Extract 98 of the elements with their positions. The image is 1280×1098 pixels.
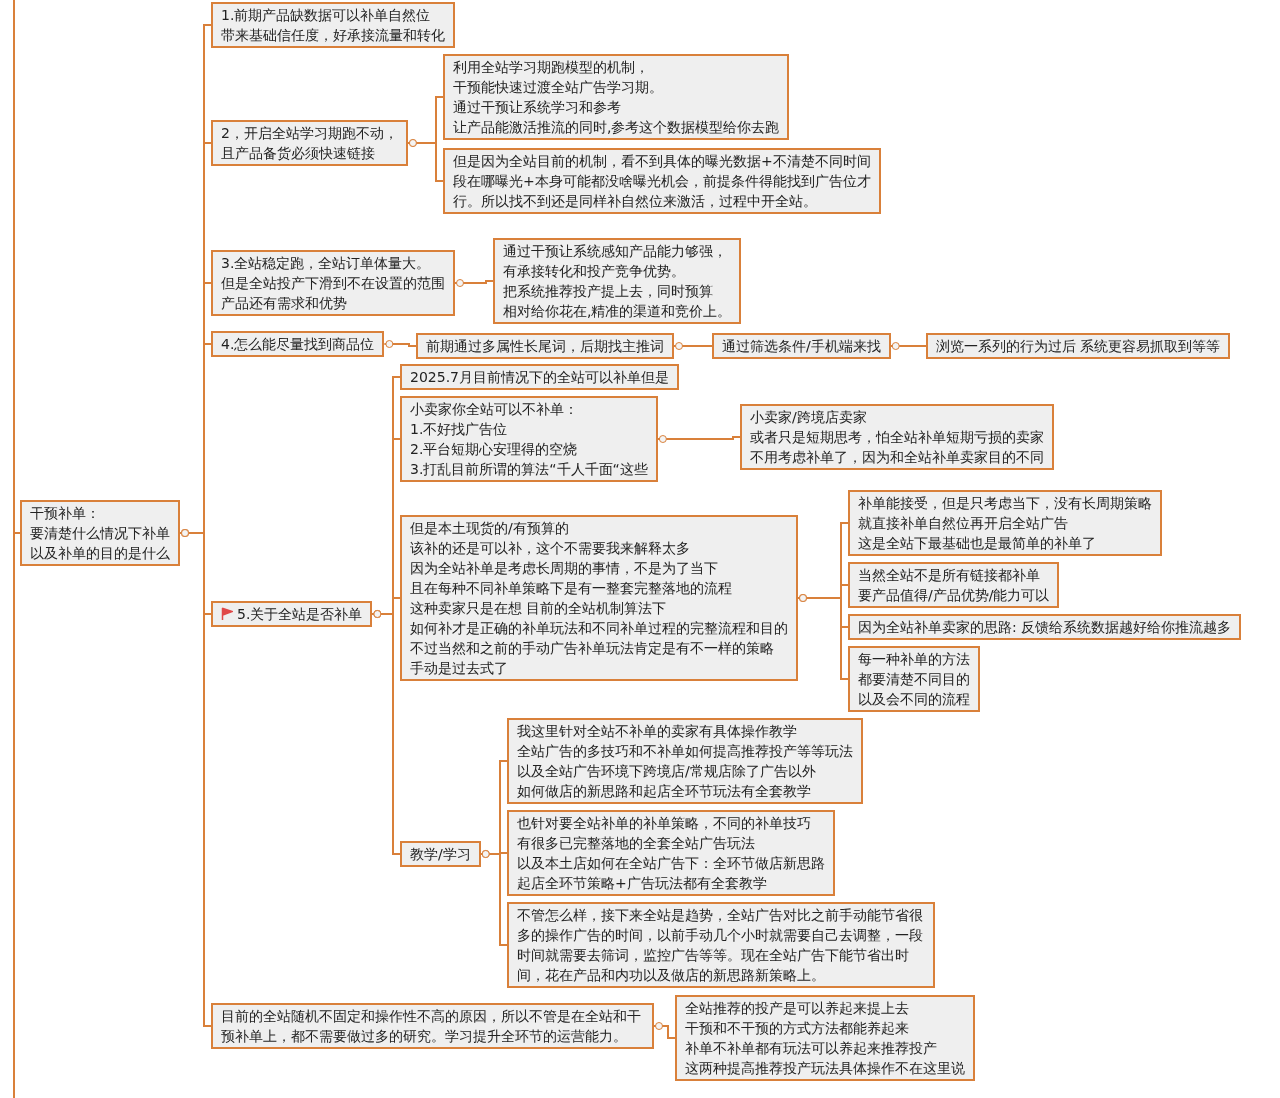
topic-text: 就直接补单自然位再开启全站广告	[858, 514, 1069, 533]
topic-text: 1.不好找广告位	[410, 420, 509, 439]
topic-text: 要清楚什么情况下补单	[30, 524, 170, 543]
topic-text: 干预能快速过渡全站广告学习期。	[453, 78, 664, 97]
topic-text: 相对给你花在,精准的渠道和竞价上。	[503, 302, 732, 321]
topic-box	[848, 614, 1242, 640]
connector-line	[179, 529, 212, 1027]
topic-box	[400, 396, 658, 482]
topic-text: 如何做店的新思路和起店全环节玩法有全套教学	[517, 782, 812, 801]
topic-text: 小卖家你全站可以不补单：	[410, 400, 579, 419]
topic-text: 前期通过多属性长尾词，后期找主推词	[426, 337, 664, 356]
topic-text: 补单不补单都有玩法可以养起来推荐投产	[685, 1039, 938, 1058]
connector-line	[653, 1022, 676, 1039]
connector-line	[797, 594, 849, 680]
connector-line	[479, 850, 508, 946]
topic-text: 浏览一系列的行为过后 系统更容易抓取到等等	[936, 337, 1221, 356]
topic-box	[416, 333, 674, 359]
topic-box	[211, 1003, 654, 1049]
topic-text: 不用考虑补单了，因为和全站补单卖家目的不同	[750, 448, 1044, 467]
topic-text: 或者只是短期思考，怕全站补单短期亏损的卖家	[750, 428, 1044, 447]
topic-text: 以及本土店如何在全站广告下：全环节做店新思路	[517, 854, 825, 873]
topic-text: 如何补才是正确的补单玩法和不同补单过程的完整流程和目的	[410, 619, 788, 638]
topic-text: 3.全站稳定跑，全站订单体量大。	[221, 254, 432, 273]
topic-text: 通过干预让系统学习和参考	[453, 98, 622, 117]
connector-line	[673, 342, 713, 350]
topic-text: 通过干预让系统感知产品能力够强，	[503, 242, 728, 261]
topic-text: 这种卖家只是在想 目前的全站机制算法下	[410, 599, 668, 618]
topic-box	[675, 995, 975, 1081]
topic-text: 但是全站投产下滑到不在设置的范围	[221, 274, 445, 293]
topic-text: 以及补单的目的是什么	[30, 544, 170, 563]
topic-box	[926, 333, 1231, 359]
topic-text: 但是因为全站目前的机制，看不到具体的曝光数据+不清楚不同时间段在哪曝光+本身可能都没啥曝光机会，前提条件得能找到广告位才行。所以找不到还是同样补自然位来激活，过程中开全站。	[453, 152, 871, 211]
topic-box	[493, 238, 742, 324]
topic-text: 5.关于全站是否补单	[237, 605, 363, 624]
topic-box	[400, 364, 679, 390]
topic-text: 且产品备货必须快速链接	[221, 144, 376, 163]
topic-text: 有承接转化和投产竞争优势。	[503, 262, 686, 281]
topic-text: 3.打乱目前所谓的算法“千人千面“这些	[410, 460, 648, 479]
topic-text: 不过当然和之前的手动广告补单玩法肯定是有不一样的策略	[410, 639, 775, 658]
topic-text: 每一种补单的方法	[858, 650, 970, 669]
topic-text: 1.前期产品缺数据可以补单自然位	[221, 6, 432, 25]
topic-text: 这是全站下最基础也是最简单的补单了	[858, 534, 1097, 553]
connector-line	[889, 342, 927, 350]
topic-text: 通过筛选条件/手机端来找	[722, 337, 881, 356]
connector-line	[454, 279, 494, 287]
topic-text: 干预补单：	[30, 504, 101, 523]
topic-box	[712, 333, 891, 359]
topic-text: 这两种提高推荐投产玩法具体操作不在这里说	[685, 1059, 965, 1078]
topic-box	[400, 841, 481, 867]
topic-text: 干预和不干预的方式方法都能养起来	[685, 1019, 910, 1038]
topic-text: 都要清楚不同目的	[858, 670, 970, 689]
topic-text: 但是本土现货的/有预算的	[410, 519, 570, 538]
topic-box	[740, 404, 1054, 470]
topic-text: 带来基础信任度，好承接流量和转化	[221, 26, 445, 45]
topic-text: 2.平台短期心安理得的空烧	[410, 440, 579, 459]
topic-box	[211, 601, 373, 627]
topic-text: 小卖家/跨境店卖家	[750, 408, 868, 427]
topic-text: 全站广告的多技巧和不补单如何提高推荐投产等等玩法	[517, 742, 853, 761]
topic-box	[848, 490, 1162, 556]
topic-box	[400, 515, 798, 681]
topic-text: 当然全站不是所有链接都补单	[858, 566, 1041, 585]
connector-line	[656, 435, 741, 443]
topic-box	[443, 54, 790, 140]
topic-box	[20, 500, 180, 566]
topic-text: 以及全站广告环境下跨境店/常规店除了广告以外	[517, 762, 817, 781]
topic-text: 全站推荐的投产是可以养起来提上去	[685, 999, 910, 1018]
connector-line	[383, 340, 417, 348]
topic-text: 要产品值得/产品优势/能力可以	[858, 586, 1050, 605]
topic-text: 因为全站补单是考虑长周期的事情，不是为了当下	[410, 559, 719, 578]
topic-text: 2025.7月目前情况下的全站可以补单但是	[410, 368, 669, 387]
topic-text: 2，开启全站学习期跑不动，	[221, 124, 398, 143]
topic-text: 有很多已完整落地的全套全站广告玩法	[517, 834, 756, 853]
topic-text: 利用全站学习期跑模型的机制，	[453, 58, 650, 77]
topic-text: 且在每种不同补单策略下是有一整套完整落地的流程	[410, 579, 733, 598]
topic-box	[507, 718, 863, 804]
topic-text: 也针对要全站补单的补单策略，不同的补单技巧	[517, 814, 812, 833]
topic-box	[211, 120, 408, 166]
topic-box	[211, 2, 455, 48]
topic-box	[211, 331, 385, 357]
topic-text: 起店全环节策略+广告玩法都有全套教学	[517, 874, 768, 893]
topic-text: 目前的全站随机不固定和操作性不高的原因，所以不管是在全站和干预补单上，都不需要做过多的研究。学习提升全环节的运营能力。	[221, 1007, 642, 1046]
topic-box	[848, 646, 980, 712]
topic-text: 手动是过去式了	[410, 659, 509, 678]
topic-box	[507, 810, 835, 896]
topic-text: 以及会不同的流程	[858, 690, 970, 709]
topic-text: 因为全站补单卖家的思路: 反馈给系统数据越好给你推流越多	[858, 618, 1232, 637]
topic-text: 4.怎么能尽量找到商品位	[221, 335, 375, 354]
topic-text: 把系统推荐投产提上去，同时预算	[503, 282, 714, 301]
topic-text: 不管怎么样，接下来全站是趋势，全站广告对比之前手动能节省很多的操作广告的时间，以前手动几个小时就需要自己去调整，一段时间就需要去筛词，监控广告等等。现在全站广告下能节省出时间，花在产品和内功以及做店的新思路新策略上。	[517, 906, 924, 985]
topic-text: 我这里针对全站不补单的卖家有具体操作教学	[517, 722, 798, 741]
topic-text: 该补的还是可以补，这个不需要我来解释太多	[410, 539, 691, 558]
topic-box	[211, 250, 455, 316]
topic-text: 教学/学习	[410, 845, 471, 864]
topic-text: 产品还有需求和优势	[221, 294, 348, 313]
topic-text: 补单能接受，但是只考虑当下，没有长周期策略	[858, 494, 1152, 513]
connector-line	[406, 139, 444, 182]
topic-text: 让产品能激活推流的同时,参考这个数据模型给你去跑	[453, 118, 780, 137]
topic-box	[848, 562, 1060, 608]
